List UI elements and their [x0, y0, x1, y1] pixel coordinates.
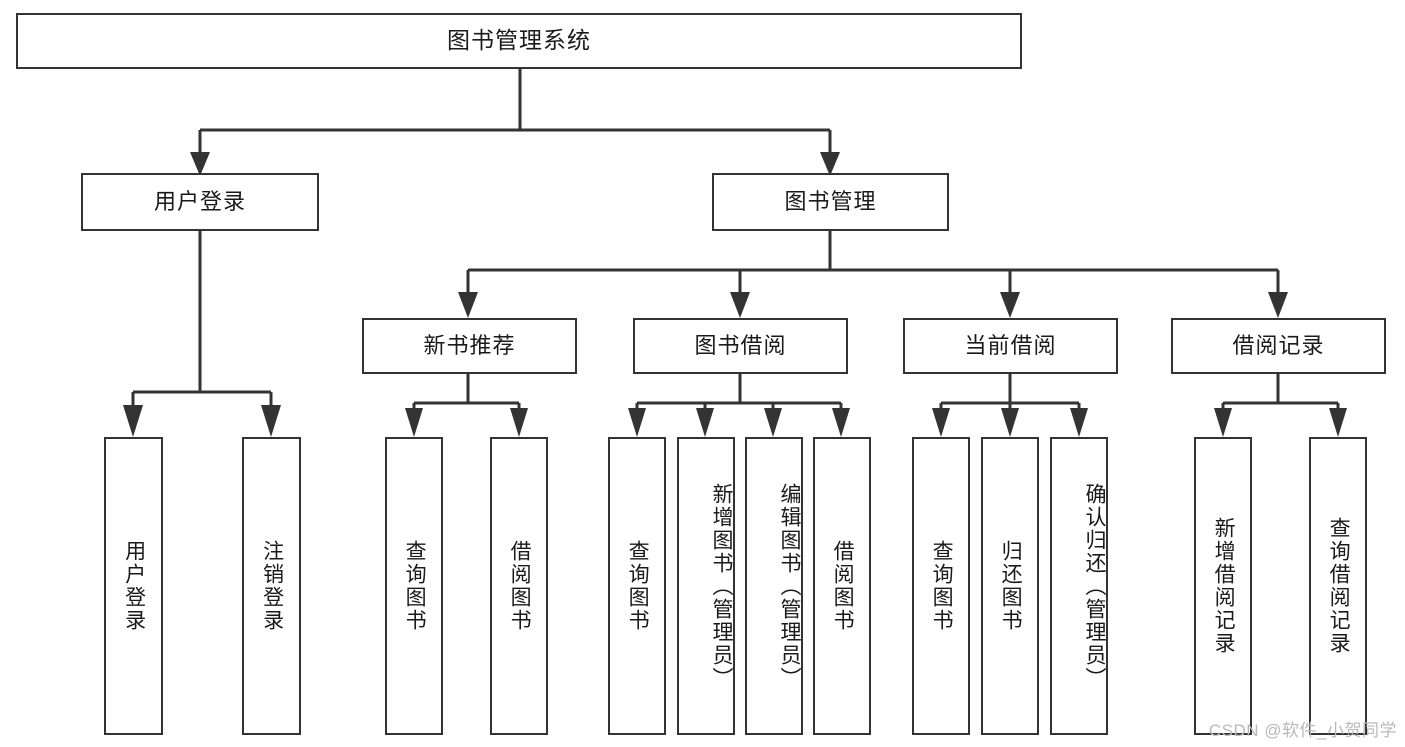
arrowhead-br-leaf0 — [1214, 408, 1232, 437]
node-current-borrow[interactable]: 当前借阅 — [903, 318, 1118, 374]
node-book-borrow[interactable]: 图书借阅 — [633, 318, 848, 374]
arrowhead-l3-3 — [1268, 292, 1288, 318]
leaf-current-borrow-query-book[interactable]: 查询图书 — [912, 437, 970, 735]
arrowhead-ul-leaf0 — [123, 405, 143, 437]
leaf-new-book-query-book[interactable]: 查询图书 — [385, 437, 443, 735]
leaf-borrow-record-query-record[interactable]: 查询借阅记录 — [1309, 437, 1367, 735]
node-label: 借阅图书 — [831, 540, 855, 632]
node-label: 图书管理 — [784, 188, 877, 214]
node-label: 查询图书 — [626, 540, 650, 632]
leaf-new-book-borrow-book[interactable]: 借阅图书 — [490, 437, 548, 735]
node-label: 新增借阅记录 — [1212, 517, 1236, 655]
arrowhead-bb-leaf1 — [696, 408, 714, 437]
node-book-management[interactable]: 图书管理 — [712, 173, 949, 231]
node-label: 用户登录 — [153, 188, 246, 214]
node-label: 借阅图书 — [508, 540, 532, 632]
node-label: 归还图书 — [999, 540, 1023, 632]
arrowhead-br-leaf1 — [1329, 408, 1347, 437]
node-new-book-recommend[interactable]: 新书推荐 — [362, 318, 577, 374]
leaf-user-login-logout[interactable]: 注销登录 — [242, 437, 301, 735]
node-label: 当前借阅 — [964, 332, 1057, 358]
node-label: 查询借阅记录 — [1327, 517, 1351, 655]
node-root-book-management-system[interactable]: 图书管理系统 — [16, 13, 1022, 69]
node-label: 编辑图书（管理员） — [778, 482, 801, 690]
leaf-book-borrow-query-book[interactable]: 查询图书 — [608, 437, 666, 735]
node-label: 新书推荐 — [423, 332, 516, 358]
node-user-login[interactable]: 用户登录 — [81, 173, 319, 231]
arrowhead-l3-1 — [730, 292, 750, 318]
arrowhead-cb-leaf0 — [932, 408, 950, 437]
leaf-book-borrow-edit-book-admin[interactable]: 编辑图书（管理员） — [745, 437, 803, 735]
arrowhead-book-manage — [820, 152, 840, 176]
node-label: 查询图书 — [930, 540, 954, 632]
node-borrow-record[interactable]: 借阅记录 — [1171, 318, 1386, 374]
arrowheads — [123, 152, 1347, 437]
node-label: 图书借阅 — [694, 332, 787, 358]
leaf-book-borrow-add-book-admin[interactable]: 新增图书（管理员） — [677, 437, 735, 735]
arrowhead-nb-leaf0 — [405, 408, 423, 437]
node-label: 注销登录 — [260, 540, 284, 632]
arrowhead-cb-leaf1 — [1001, 408, 1019, 437]
node-label: 用户登录 — [122, 540, 146, 632]
leaf-user-login-login[interactable]: 用户登录 — [104, 437, 163, 735]
node-label: 查询图书 — [403, 540, 427, 632]
arrowhead-nb-leaf1 — [510, 408, 528, 437]
arrowhead-l3-2 — [1000, 292, 1020, 318]
arrowhead-cb-leaf2 — [1070, 408, 1088, 437]
node-label: 新增图书（管理员） — [710, 482, 733, 690]
node-label: 确认归还（管理员） — [1083, 482, 1106, 690]
arrowhead-user-login — [190, 152, 210, 176]
leaf-current-borrow-return-book[interactable]: 归还图书 — [981, 437, 1039, 735]
node-label: 借阅记录 — [1232, 332, 1325, 358]
arrowhead-bb-leaf0 — [628, 408, 646, 437]
arrowhead-l3-0 — [458, 292, 478, 318]
arrowhead-bb-leaf2 — [764, 408, 782, 437]
leaf-book-borrow-borrow-book[interactable]: 借阅图书 — [813, 437, 871, 735]
arrowhead-bb-leaf3 — [832, 408, 850, 437]
leaf-current-borrow-confirm-return-admin[interactable]: 确认归还（管理员） — [1050, 437, 1108, 735]
arrowhead-ul-leaf1 — [261, 405, 281, 437]
leaf-borrow-record-add-record[interactable]: 新增借阅记录 — [1194, 437, 1252, 735]
node-label: 图书管理系统 — [447, 27, 591, 54]
